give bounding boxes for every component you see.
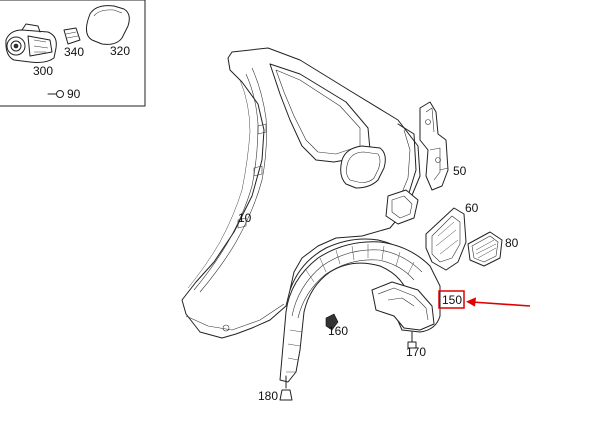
callout-160: 160: [328, 324, 348, 338]
callout-180: 180: [258, 389, 278, 403]
callout-300: 300: [33, 64, 53, 78]
callout-90: 90: [67, 87, 81, 101]
reinforcement-plate-part-60: 60: [425, 201, 479, 271]
grille-cover-part-80: 80: [467, 231, 519, 267]
callout-150: 150: [442, 293, 462, 307]
clip-part-340: [63, 27, 81, 45]
callout-170: 170: [406, 345, 426, 359]
fuel-flap-inset: 300 340 320 90: [0, 0, 146, 107]
screw-part-90: [47, 90, 64, 98]
callout-320: 320: [110, 44, 130, 58]
callout-10: 10: [238, 211, 252, 225]
fuel-flap-part-320: [86, 5, 130, 45]
nut-part-180: 180: [258, 375, 293, 403]
screw-part-170: 170: [406, 331, 426, 359]
callout-50: 50: [453, 164, 467, 178]
bracket-part-50: 50: [419, 101, 467, 191]
wheel-arch-liner-part-150: [279, 241, 441, 383]
highlight-arrow-head: [466, 297, 476, 307]
highlight-150: 150: [438, 290, 531, 309]
clip-part-160: 160: [325, 313, 348, 338]
callout-80: 80: [505, 236, 519, 250]
callout-340: 340: [64, 45, 84, 59]
fuel-filler-housing-part-300: [5, 23, 57, 63]
callout-60: 60: [465, 201, 479, 215]
highlight-arrow: [471, 301, 531, 307]
highlight-box: [438, 290, 465, 309]
